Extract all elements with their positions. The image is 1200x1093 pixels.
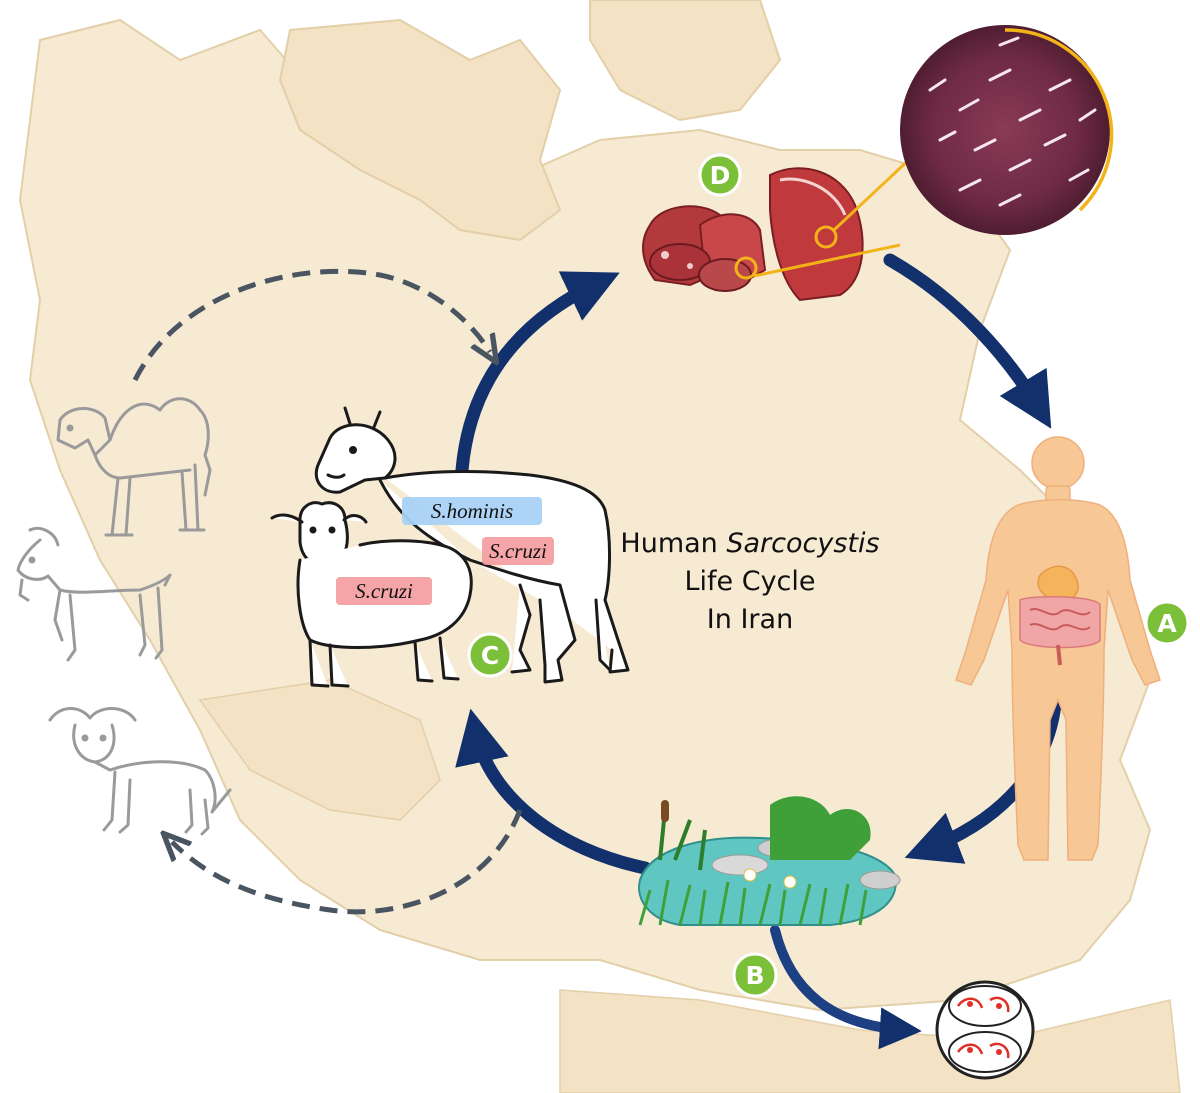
species-label-cruzi-cattle: S.cruzi bbox=[489, 539, 547, 563]
svg-text:B: B bbox=[745, 961, 764, 990]
species-label-cruzi-sheep: S.cruzi bbox=[355, 579, 413, 603]
species-label-hominis: S.hominis bbox=[431, 499, 513, 523]
stage-badge-d: D bbox=[700, 155, 740, 195]
oocyst-icon bbox=[937, 982, 1033, 1078]
title-prefix: Human bbox=[620, 528, 717, 559]
title-italic-genus: Sarcocystis bbox=[726, 528, 879, 559]
svg-text:A: A bbox=[1157, 609, 1177, 638]
title-line-3: In Iran bbox=[707, 604, 793, 635]
svg-text:Human Sarcocysti: Human Sarcocystis bbox=[620, 528, 879, 559]
stage-badge-b: B bbox=[734, 954, 776, 996]
stage-badge-a: A bbox=[1146, 602, 1188, 644]
stage-badge-c: C bbox=[469, 634, 511, 676]
svg-text:D: D bbox=[710, 161, 731, 190]
svg-text:C: C bbox=[481, 641, 499, 670]
title-line-2: Life Cycle bbox=[684, 566, 815, 597]
